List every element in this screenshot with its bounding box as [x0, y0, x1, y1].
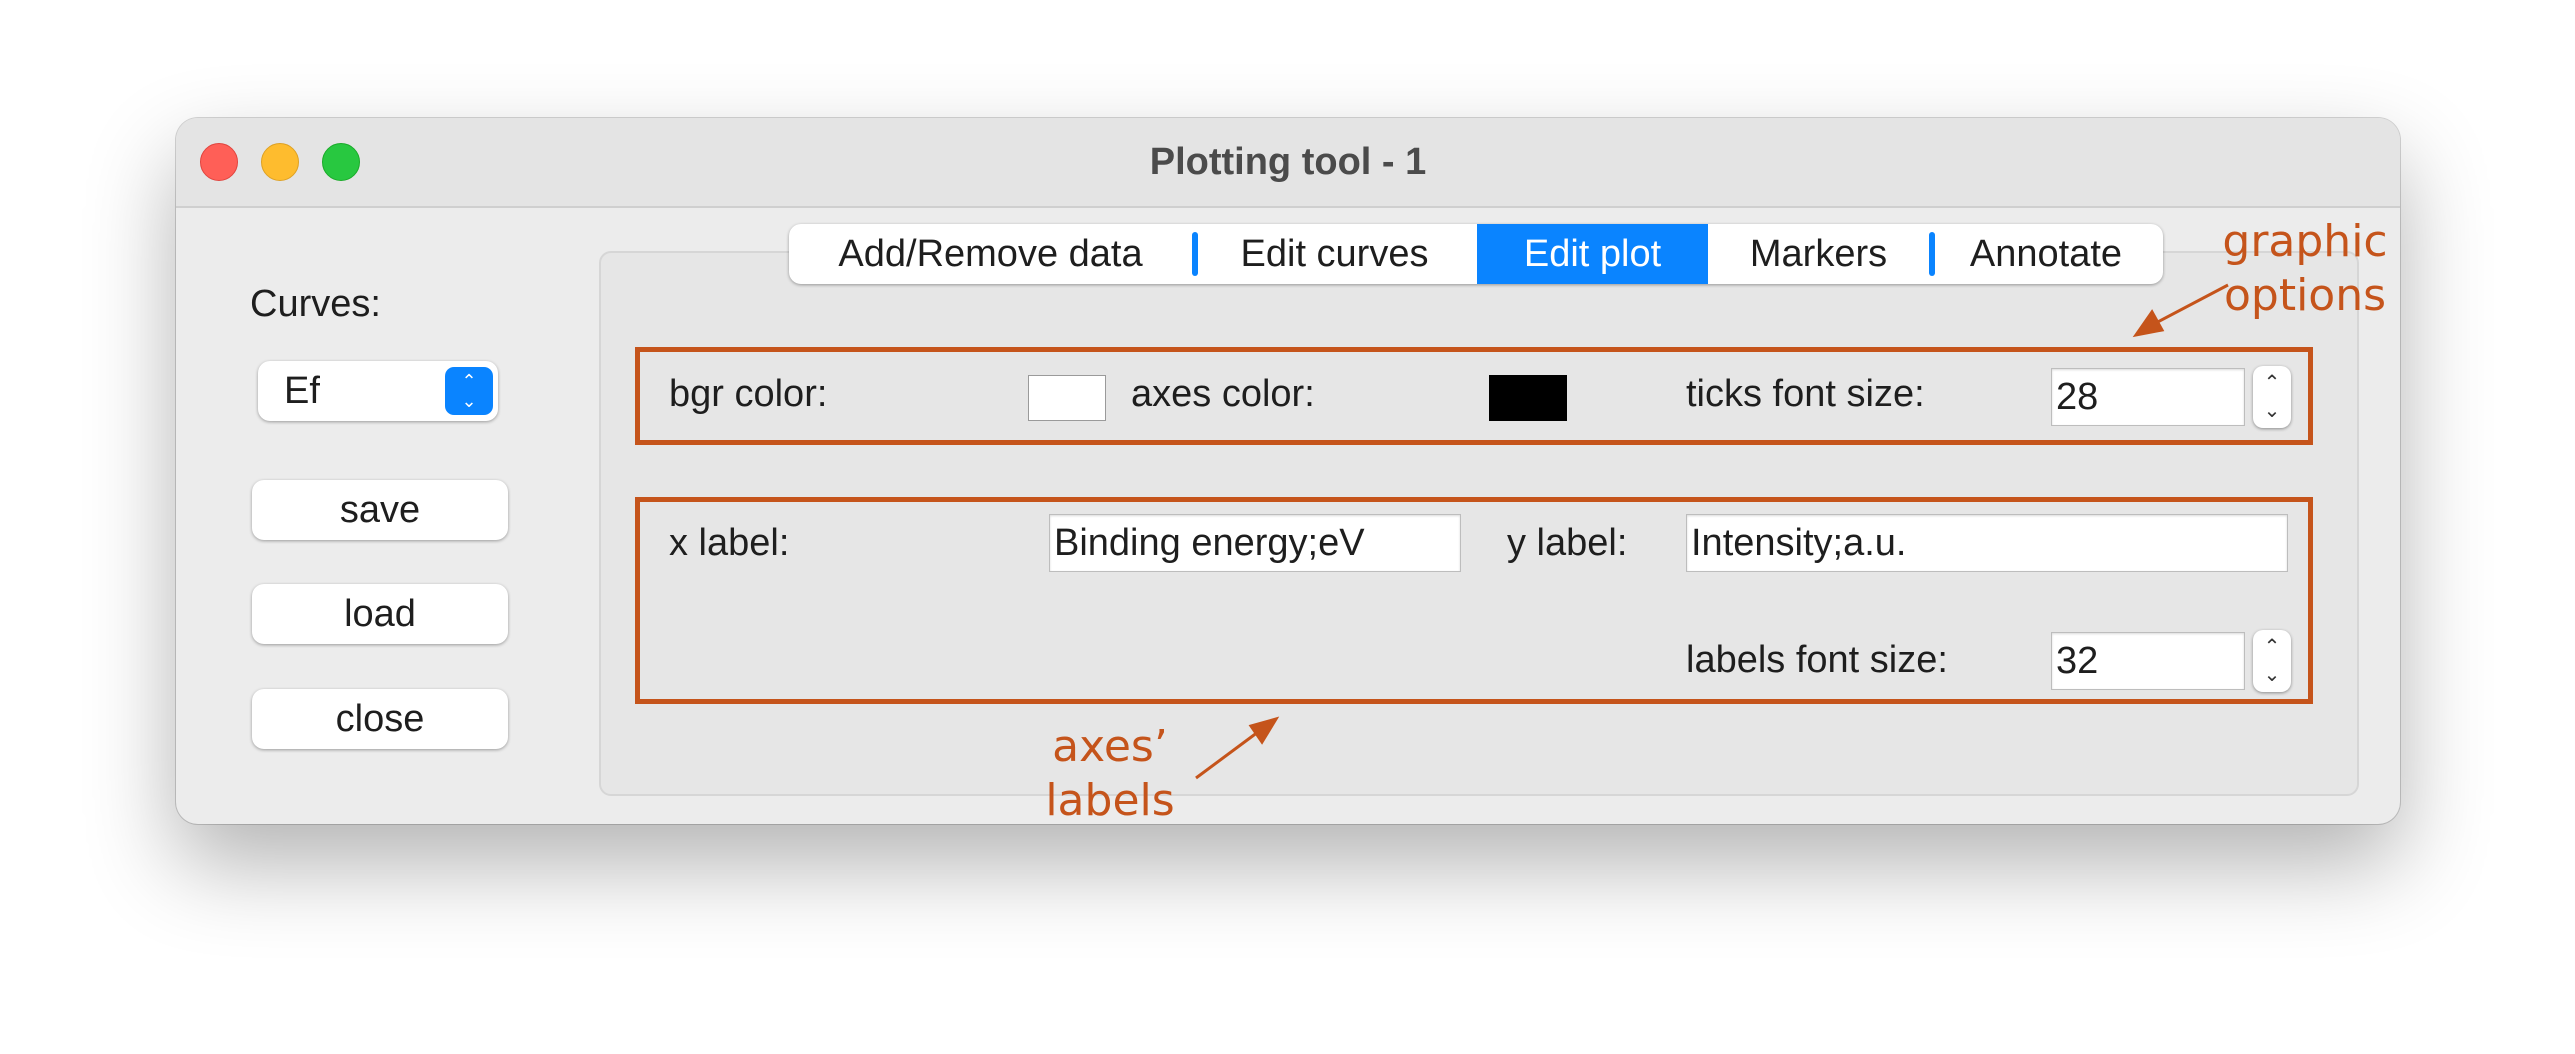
- graphic-options-annotation-line2: options: [2223, 270, 2387, 321]
- graphic-options-arrowhead: [2132, 309, 2165, 338]
- curve-select-value: Ef: [284, 370, 320, 412]
- tab-add-remove-data[interactable]: Add/Remove data: [838, 233, 1143, 275]
- tab-annotate-label: Annotate: [1969, 233, 2123, 275]
- ticks-font-size-field[interactable]: 28: [2051, 368, 2245, 426]
- tab-separator: [1929, 232, 1935, 276]
- graphic-options-highlight: [635, 347, 2313, 445]
- graphic-options-annotation: graphic options: [2215, 215, 2395, 323]
- labels-font-size-stepper[interactable]: ⌃⌄: [2253, 630, 2291, 692]
- tab-edit-curves[interactable]: Edit curves: [1192, 224, 1477, 284]
- axes-labels-arrowhead: [1248, 716, 1280, 745]
- save-button[interactable]: save: [252, 480, 508, 540]
- title-bar: Plotting tool - 1: [176, 118, 2400, 208]
- zoom-window-button[interactable]: [322, 143, 360, 181]
- ticks-font-size-label: ticks font size:: [1686, 373, 1925, 415]
- load-button[interactable]: load: [252, 584, 508, 644]
- close-window-button[interactable]: [200, 143, 238, 181]
- tab-separator: [1192, 232, 1198, 276]
- y-label-field[interactable]: Intensity;a.u.: [1686, 514, 2288, 572]
- graphic-options-annotation-line1: graphic: [2222, 216, 2388, 267]
- bgr-color-label: bgr color:: [669, 373, 828, 415]
- close-button[interactable]: close: [252, 689, 508, 749]
- window-title: Plotting tool - 1: [1149, 141, 1427, 183]
- minimize-window-button[interactable]: [261, 143, 299, 181]
- labels-font-size-label: labels font size:: [1686, 639, 1948, 681]
- y-label-label: y label:: [1507, 522, 1628, 564]
- tab-markers[interactable]: Markers: [1749, 233, 1888, 275]
- axes-labels-annotation-line1: axes’: [1052, 721, 1168, 772]
- axes-labels-arrow: [1195, 730, 1259, 780]
- axes-labels-annotation-line2: labels: [1045, 775, 1175, 826]
- curves-label: Curves:: [250, 283, 381, 325]
- tab-edit-plot[interactable]: Edit plot: [1477, 224, 1708, 284]
- axes-color-swatch[interactable]: [1489, 375, 1567, 421]
- curve-select[interactable]: Ef ⌃⌄: [258, 361, 498, 421]
- x-label-field[interactable]: Binding energy;eV: [1049, 514, 1461, 572]
- axes-color-label: axes color:: [1131, 373, 1315, 415]
- tab-edit-curves-label: Edit curves: [1240, 233, 1429, 275]
- tab-annotate[interactable]: Annotate: [1929, 224, 2163, 284]
- graphic-options-arrow: [2151, 283, 2229, 327]
- axes-labels-highlight: [635, 497, 2313, 704]
- plotting-tool-window: Plotting tool - 1 Curves: Ef ⌃⌄ save loa…: [176, 118, 2400, 824]
- x-label-label: x label:: [669, 522, 790, 564]
- tab-bar: Add/Remove data Edit curves Edit plot Ma…: [789, 224, 2163, 284]
- axes-labels-annotation: axes’ labels: [1010, 720, 1210, 828]
- ticks-font-size-stepper[interactable]: ⌃⌄: [2253, 366, 2291, 428]
- chevron-up-down-icon: ⌃⌄: [445, 367, 493, 415]
- labels-font-size-field[interactable]: 32: [2051, 632, 2245, 690]
- bgr-color-swatch[interactable]: [1028, 375, 1106, 421]
